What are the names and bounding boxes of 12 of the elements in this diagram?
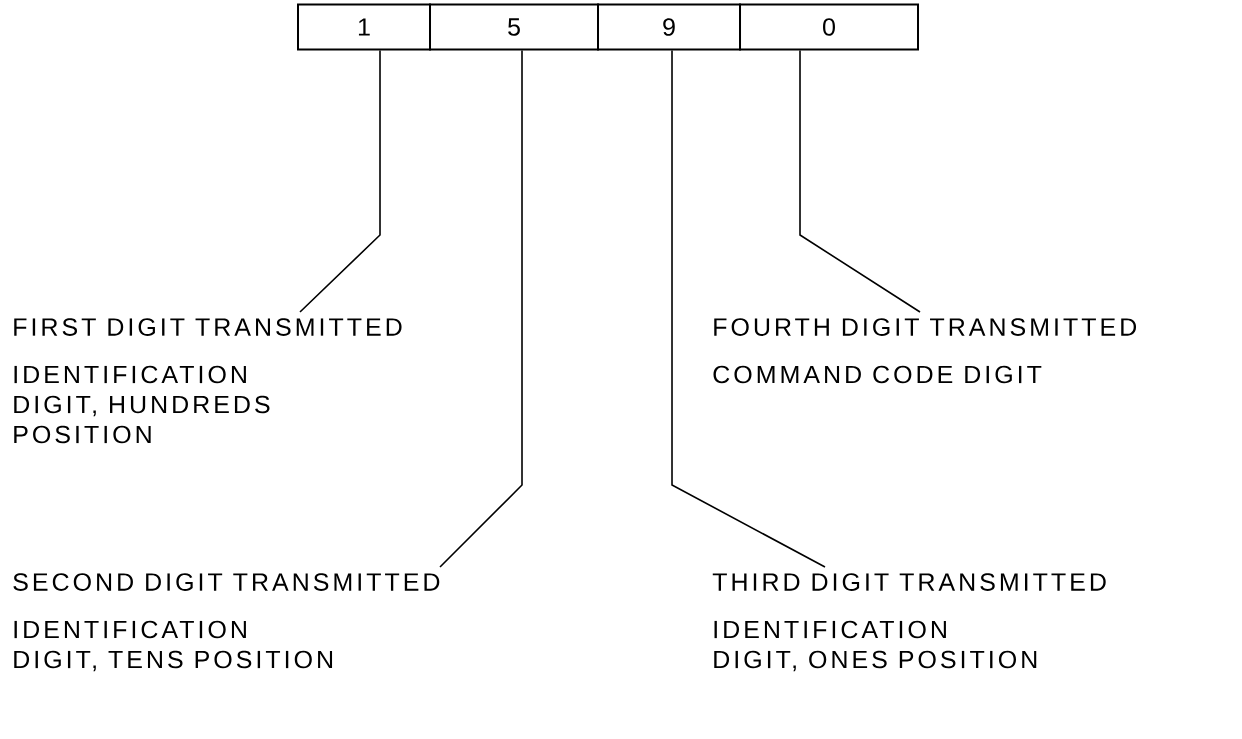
digit-cell: 1 (297, 3, 431, 51)
digit-cell: 5 (429, 3, 599, 51)
digit-cell: 9 (597, 3, 741, 51)
leader-line (439, 49, 523, 568)
label-text: SECOND DIGIT TRANSMITTED IDENTIFICATION DIGIT, TENS POSITION (13, 573, 440, 672)
label-text: FIRST DIGIT TRANSMITTED IDENTIFICATION DIGIT, HUNDREDS POSITION (14, 318, 402, 444)
leader-line (799, 49, 921, 313)
leader-line (671, 49, 826, 568)
label-text: FOURTH DIGIT TRANSMITTED COMMAND CODE DIGIT (713, 318, 1137, 384)
label-text: THIRD DIGIT TRANSMITTED IDENTIFICATION DIGIT, ONES POSITION (712, 573, 1106, 672)
digit-cell: 0 (739, 3, 919, 51)
leader-line (299, 49, 381, 313)
